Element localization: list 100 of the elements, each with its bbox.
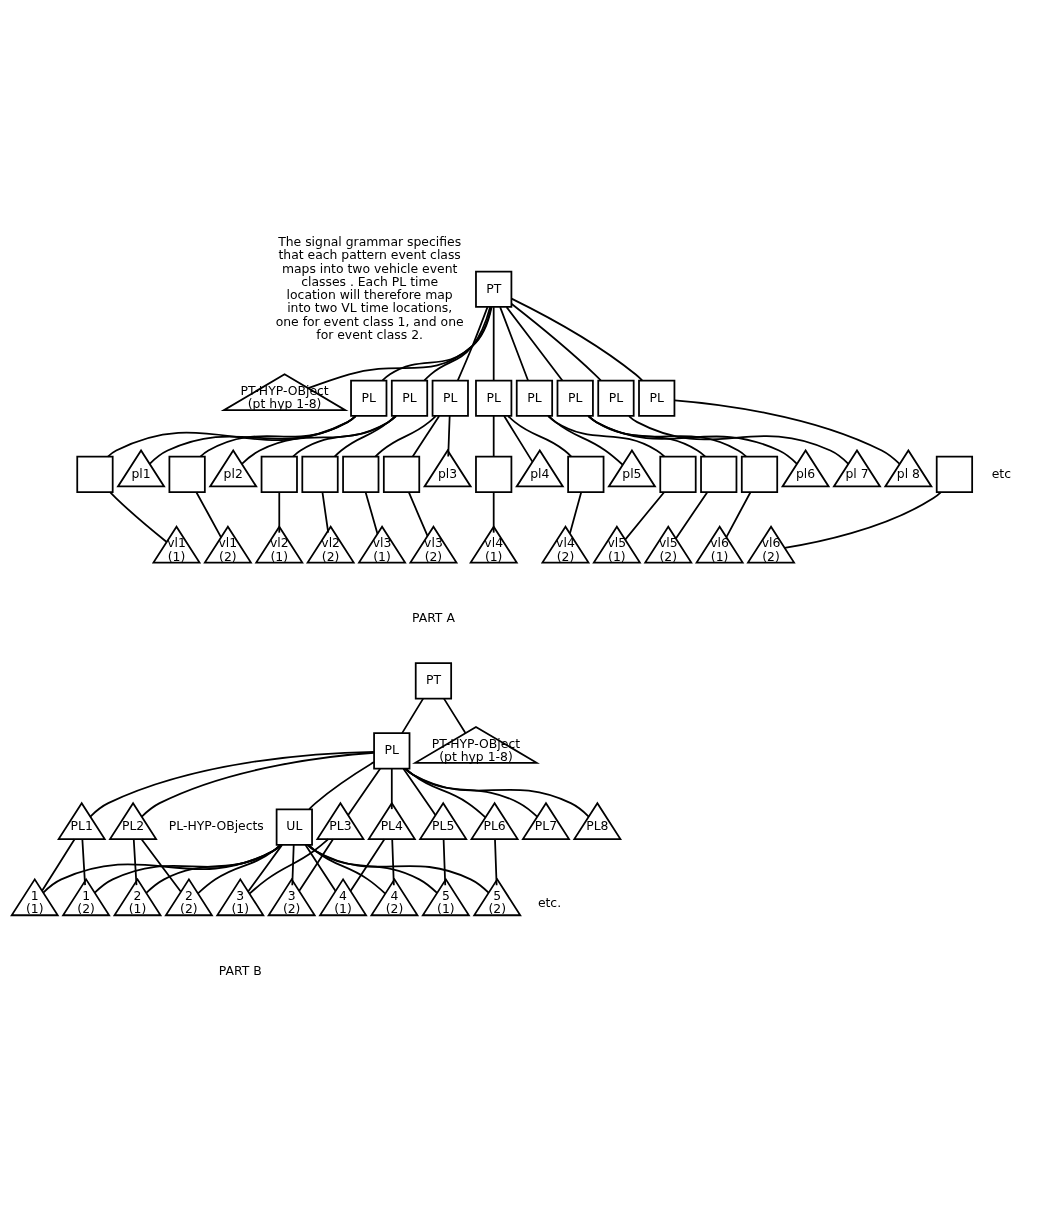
connector <box>140 837 182 893</box>
connector <box>492 305 495 381</box>
connector <box>109 491 168 543</box>
connector <box>89 750 375 817</box>
connector <box>404 767 539 818</box>
connector <box>81 837 86 886</box>
node-box: PL <box>373 731 411 769</box>
connector <box>247 843 283 892</box>
connector <box>306 843 438 894</box>
connector <box>148 414 357 465</box>
node-box: PT <box>475 270 513 308</box>
connector <box>442 837 447 886</box>
connector <box>407 490 429 537</box>
connector <box>587 414 748 457</box>
connector <box>307 843 387 894</box>
connector <box>93 843 283 894</box>
connector <box>145 843 282 894</box>
connector <box>391 837 395 886</box>
connector <box>349 837 386 892</box>
node-box <box>700 455 738 493</box>
node-box: PL <box>350 379 388 417</box>
node-box <box>260 455 298 493</box>
connector <box>443 697 467 734</box>
connector <box>456 305 489 381</box>
node-box <box>301 455 339 493</box>
node-box: PL <box>597 379 635 417</box>
node-box: UL <box>275 807 313 846</box>
connector <box>374 414 437 457</box>
connector <box>673 398 901 465</box>
connector <box>298 837 334 892</box>
node-box <box>935 455 974 493</box>
node-box: PL <box>390 379 429 417</box>
node-box <box>475 455 513 493</box>
connector <box>402 767 437 816</box>
connector <box>628 414 850 465</box>
node-box <box>659 455 697 493</box>
connector <box>291 843 295 886</box>
connector <box>505 305 564 381</box>
connector <box>503 414 534 462</box>
connector <box>675 490 709 539</box>
connector <box>304 843 337 892</box>
node-box: PL <box>638 379 676 417</box>
connector <box>510 302 602 381</box>
label: PART B <box>218 962 262 978</box>
connector <box>381 305 493 381</box>
label: The signal grammar specifies that each pattern event class maps into two vehicle event classes . Each PL time location will therefore map into two VL time locations, one for event class 1, and one for event class 2. <box>275 233 464 342</box>
node-box: PL <box>556 379 594 417</box>
connector <box>248 837 330 895</box>
connector <box>132 837 138 886</box>
connector <box>241 414 398 465</box>
connector <box>499 305 529 381</box>
connector <box>447 414 451 457</box>
connector <box>492 490 495 534</box>
node-box <box>567 455 605 493</box>
node-box: PL <box>475 379 513 417</box>
connector <box>507 414 573 457</box>
connector <box>587 414 798 465</box>
label: PART A <box>412 609 455 625</box>
connector <box>197 843 282 894</box>
connector <box>364 490 379 535</box>
connector <box>401 697 425 734</box>
connector <box>624 490 665 540</box>
node-box: PL <box>515 379 554 417</box>
connector <box>278 490 281 534</box>
connector <box>494 837 498 886</box>
connector <box>587 414 706 457</box>
connector <box>510 297 644 381</box>
connector <box>199 414 357 457</box>
label: PL-HYP-OBjects <box>168 817 264 833</box>
connector <box>306 843 490 894</box>
node-box <box>382 455 421 493</box>
connector <box>548 414 624 466</box>
connector <box>423 305 491 381</box>
connector <box>569 490 583 534</box>
node-box: PT <box>414 661 453 699</box>
connector <box>547 414 666 457</box>
connector <box>390 767 393 810</box>
connector <box>41 837 76 892</box>
label: etc. <box>537 894 562 910</box>
connector <box>403 767 590 817</box>
connector <box>411 414 441 457</box>
connector <box>307 305 493 389</box>
connector <box>107 414 357 457</box>
connector <box>42 843 283 893</box>
node-box <box>740 455 779 493</box>
connector <box>308 760 375 810</box>
connector <box>783 490 942 549</box>
connector <box>321 490 330 534</box>
node-box <box>168 455 206 493</box>
node-box: PL <box>431 379 469 417</box>
connector <box>347 767 381 816</box>
node-box <box>342 455 380 493</box>
connector <box>492 414 495 457</box>
connector <box>333 414 396 457</box>
node-box <box>76 455 114 493</box>
connector <box>195 490 222 538</box>
connector <box>140 751 375 817</box>
connector <box>725 490 752 538</box>
connector <box>292 414 397 457</box>
label: etc <box>991 465 1012 481</box>
